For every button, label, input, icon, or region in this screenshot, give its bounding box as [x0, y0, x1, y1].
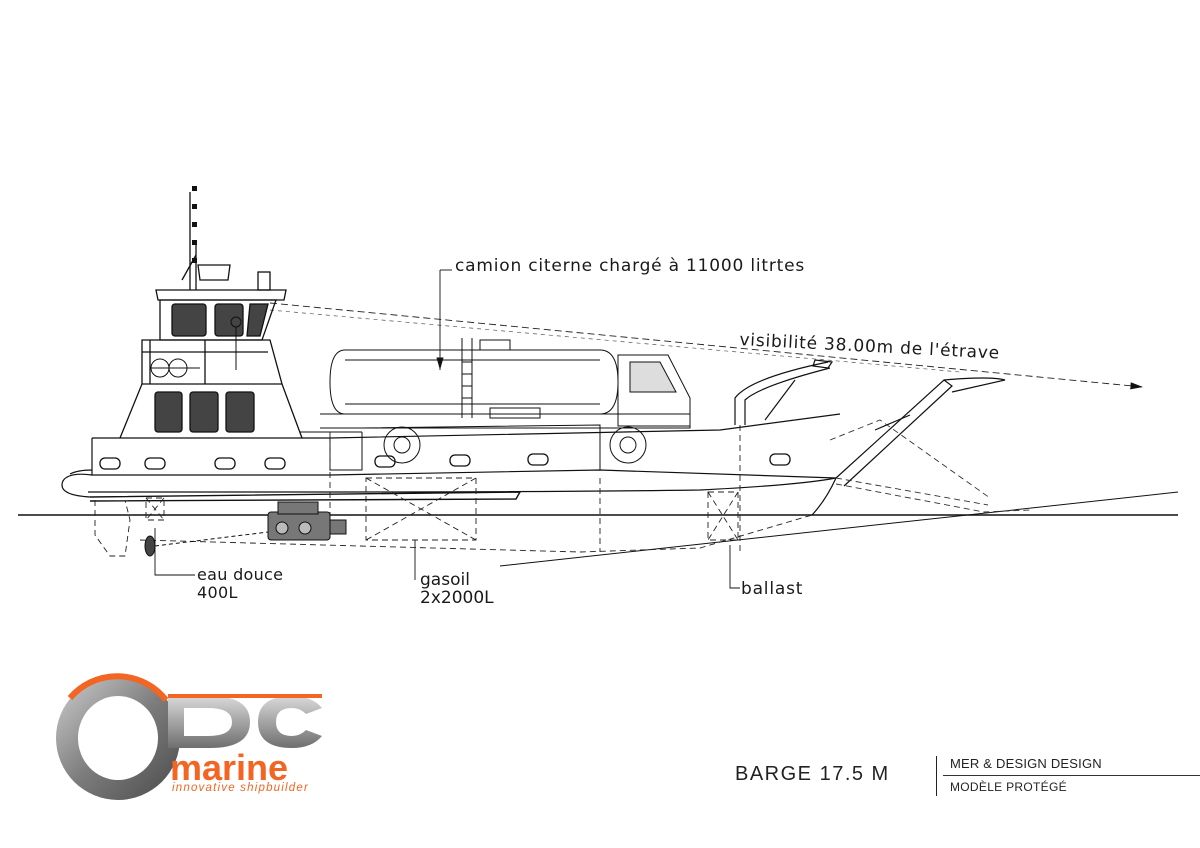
logo-tagline: innovative shipbuilder [172, 782, 309, 794]
bow-ramp-lowered [829, 419, 1031, 513]
bridge-windows [154, 303, 269, 433]
ballast-annotation: ballast [741, 579, 804, 599]
mast-lights [192, 186, 197, 263]
engine [267, 501, 347, 541]
ramp-ground-line [499, 491, 1179, 567]
bow-ramp [734, 359, 1006, 487]
underwater-outline [94, 425, 813, 557]
leader-lines [154, 269, 740, 589]
fuel-capacity: 2x2000L [420, 588, 494, 608]
visibility-sight-line-lower [269, 309, 961, 373]
tanker-truck [320, 338, 691, 464]
fresh-water-name: eau douce [197, 565, 284, 584]
logo-graphic [56, 673, 322, 800]
fuel-annotation: gasoil 2x2000L [420, 571, 494, 607]
visibility-sight-line [269, 302, 1144, 390]
truck-annotation: camion citerne chargé à 11000 litrtes [455, 256, 806, 276]
propeller [144, 531, 269, 557]
fresh-water-annotation: eau douce 400L [197, 566, 283, 602]
logo-brand: marine [170, 747, 289, 788]
protected-model-notice: MODÈLE PROTÉGÉ [950, 780, 1067, 794]
model-title: BARGE 17.5 M [735, 763, 890, 785]
deck-winch [150, 316, 242, 378]
title-rule [943, 775, 1200, 776]
fuel-name: gasoil [420, 570, 470, 590]
fresh-water-capacity: 400L [197, 583, 238, 602]
hull-portholes [99, 453, 791, 470]
designer-name: MER & DESIGN DESIGN [950, 756, 1102, 771]
title-divider [936, 756, 937, 796]
